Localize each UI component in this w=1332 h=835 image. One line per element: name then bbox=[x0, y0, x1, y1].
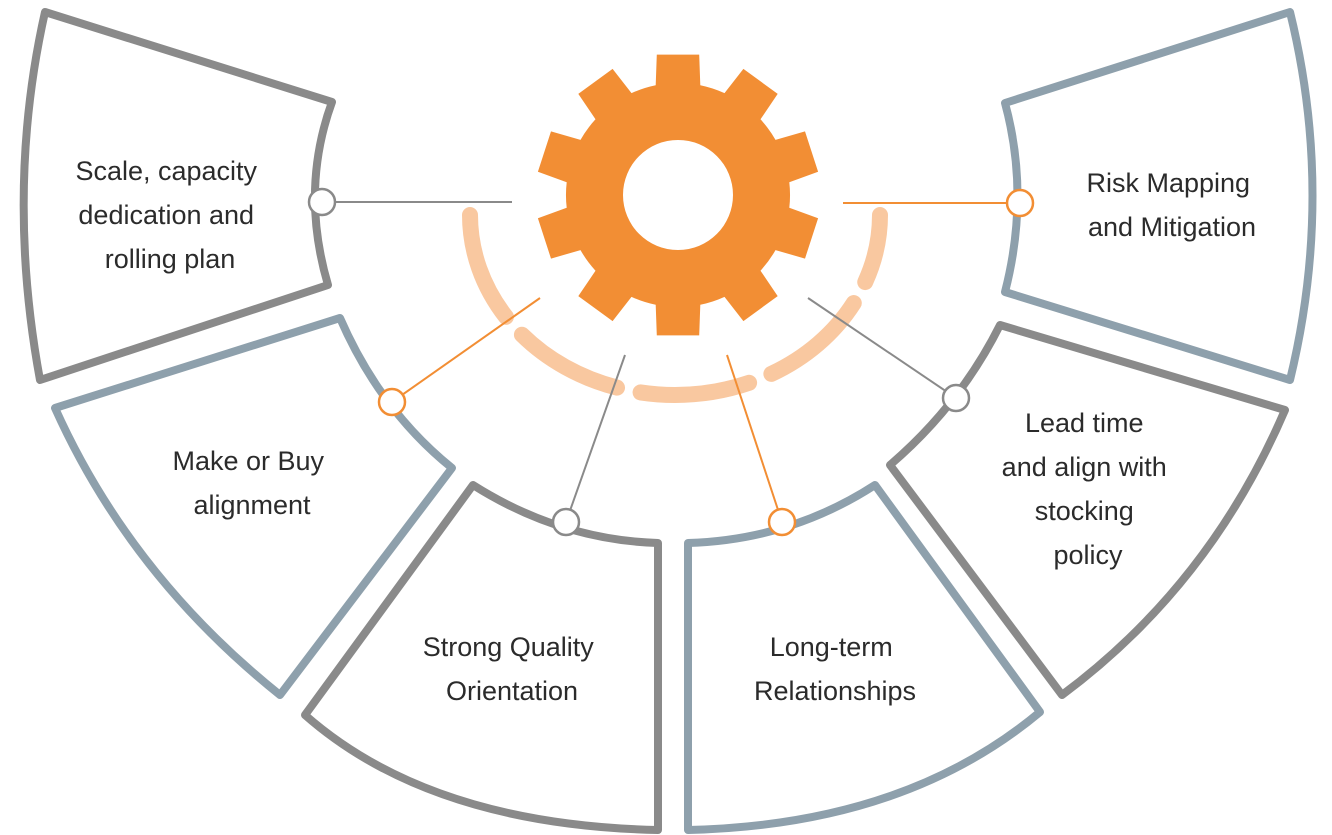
segment-quality-outline[interactable] bbox=[301, 481, 662, 834]
segment-scale-line-3: rolling plan bbox=[105, 244, 236, 274]
segment-risk-label: Risk Mapping and Mitigation bbox=[1086, 168, 1257, 242]
segment-scale-line-2: dedication and bbox=[78, 200, 254, 230]
segment-lead-time-label: Lead time and align with stocking policy bbox=[1002, 408, 1175, 570]
segment-make-buy-line-1: Make or Buy bbox=[172, 446, 324, 476]
segment-scale-outline[interactable] bbox=[19, 8, 336, 384]
segment-relationships-line-1: Long-term bbox=[770, 632, 893, 662]
segment-lead-time-line-3: stocking bbox=[1035, 496, 1134, 526]
segment-quality-line-1: Strong Quality bbox=[423, 632, 595, 662]
connector-line-relationships bbox=[726, 354, 783, 523]
connector-node-make-buy[interactable] bbox=[377, 387, 407, 417]
segment-outlines bbox=[19, 8, 1317, 834]
segment-make-buy-outline[interactable] bbox=[51, 314, 456, 699]
connector-node-risk[interactable] bbox=[1005, 188, 1035, 218]
segment-relationships-outline[interactable] bbox=[684, 481, 1044, 834]
connector-node-lead-time[interactable] bbox=[941, 383, 971, 413]
gear-body bbox=[537, 54, 819, 336]
segment-labels: Scale, capacity dedication and rolling p… bbox=[75, 156, 1257, 706]
segment-scale-line-1: Scale, capacity bbox=[75, 156, 257, 186]
segment-relationships-line-2: Relationships bbox=[754, 676, 916, 706]
segment-risk-outline[interactable] bbox=[1001, 8, 1317, 384]
segment-risk-line-1: Risk Mapping bbox=[1086, 168, 1250, 198]
segment-make-buy-line-2: alignment bbox=[193, 490, 311, 520]
gear-icon bbox=[537, 54, 819, 336]
segment-lead-time-outline[interactable] bbox=[886, 321, 1289, 699]
connector-lines bbox=[322, 201, 1020, 523]
segment-lead-time-line-1: Lead time bbox=[1025, 408, 1144, 438]
connector-nodes bbox=[307, 187, 1035, 537]
segment-lead-time-line-4: policy bbox=[1053, 540, 1123, 570]
segment-risk-line-2: and Mitigation bbox=[1088, 212, 1256, 242]
connector-line-lead-time bbox=[807, 297, 957, 399]
connector-node-quality[interactable] bbox=[551, 507, 581, 537]
connector-line-quality bbox=[565, 354, 626, 523]
center-ring-arc bbox=[462, 207, 888, 403]
segment-make-buy-label: Make or Buy alignment bbox=[172, 446, 331, 520]
connector-node-relationships[interactable] bbox=[767, 507, 797, 537]
segment-quality-line-2: Orientation bbox=[446, 676, 578, 706]
segment-relationships-label: Long-term Relationships bbox=[754, 632, 916, 706]
connector-line-make-buy bbox=[391, 297, 541, 403]
segment-scale-label: Scale, capacity dedication and rolling p… bbox=[75, 156, 264, 274]
connector-node-scale[interactable] bbox=[307, 187, 337, 217]
segment-lead-time-line-2: and align with bbox=[1002, 452, 1167, 482]
segment-quality-label: Strong Quality Orientation bbox=[423, 632, 602, 706]
